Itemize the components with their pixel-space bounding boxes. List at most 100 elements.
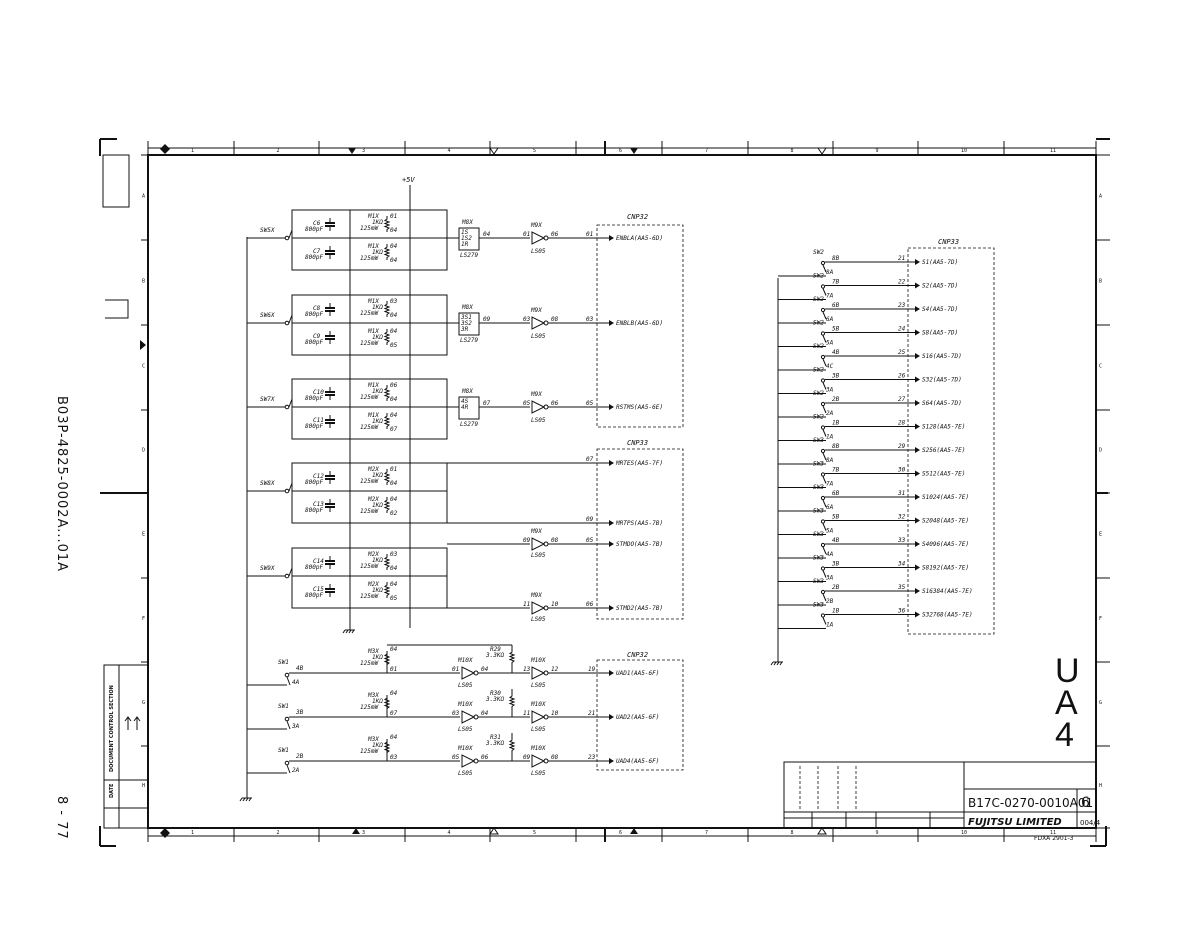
capacitor-name: C9 (313, 333, 321, 340)
row-letter: B (142, 279, 145, 285)
resistor-name: M3X (367, 648, 379, 655)
latch-pin: 1S (461, 229, 469, 236)
switch-label: SW3 (813, 484, 824, 491)
row-letter: H (142, 783, 145, 789)
switch-label: SW1 (278, 747, 289, 754)
capacitor-symbol (324, 302, 336, 317)
switch-pole (820, 307, 826, 313)
resistor-power: 125mW (360, 748, 379, 755)
latch-type: LS279 (460, 252, 478, 259)
resistor-value: 1KΩ (372, 654, 383, 661)
latch-pin: 1R (461, 241, 469, 248)
column-number: 2 (277, 830, 280, 836)
pullup-value: 3.3KΩ (485, 696, 504, 703)
arrow-head (915, 588, 920, 594)
signal-name: UAD4(AA5-6F) (616, 758, 659, 765)
pin-number: 13 (523, 666, 531, 673)
connector-pin: 21 (898, 255, 905, 262)
column-number: 7 (705, 830, 708, 836)
switch-position: 8A (826, 457, 834, 464)
switch-position: 2B (826, 598, 834, 605)
resistor-power: 125mW (360, 225, 379, 232)
switch-arm (822, 311, 827, 320)
switch-position: 1B (832, 420, 840, 427)
company-name: FUJITSU LIMITED (968, 817, 1062, 828)
resistor-power: 125mW (360, 593, 379, 600)
switch-pole (284, 488, 290, 494)
signal-name: S32768(AA5-7E) (922, 612, 973, 619)
pin-number: 06 (390, 382, 398, 389)
resistor-name: M2X (367, 551, 379, 558)
switch-label: SW8X (260, 480, 275, 487)
capacitor-value: 800pF (305, 254, 323, 261)
switch-position: 6A (826, 316, 834, 323)
arrow-head (609, 670, 614, 676)
column-number: 11 (1050, 148, 1056, 154)
inverter-type: LS05 (458, 682, 473, 689)
pin-number: 04 (390, 243, 398, 250)
column-number: 7 (705, 148, 708, 154)
signal-name: S128(AA5-7E) (922, 424, 965, 431)
switch-arm (822, 452, 827, 461)
connector-pin: 01 (586, 231, 593, 238)
switch-label: SW3 (813, 531, 824, 538)
switch-position: 6B (832, 302, 840, 309)
inverter-symbol (531, 316, 549, 330)
pin-number: 04 (390, 480, 398, 487)
address-switches: SW28B8A21S1(AA5-7D)SW27B7A22S2(AA5-7D)SW… (778, 249, 973, 629)
capacitor-symbol (324, 470, 336, 485)
sheet-code-4: 4 (1055, 716, 1074, 754)
switch-position: 3B (831, 373, 840, 380)
resistor-power: 125mW (360, 508, 379, 515)
connector-box-cnp32-lower (596, 659, 684, 771)
signal-name: S8(AA5-7D) (922, 330, 958, 337)
connector-pin: 34 (897, 561, 906, 568)
resistor-value: 1KΩ (372, 502, 383, 509)
connector-pin: 09 (586, 516, 594, 523)
switch-position: 4B (296, 665, 304, 672)
row-letter: F (142, 616, 145, 622)
switch-position: 2B (832, 396, 840, 403)
arrow-head (609, 605, 614, 611)
column-number: 5 (533, 148, 536, 154)
switch-label: SW2 (813, 320, 824, 327)
pin-number: 09 (523, 754, 531, 761)
drawing-frame (99, 138, 1110, 847)
inverter-type: LS05 (531, 248, 546, 255)
connector-pin: 31 (897, 490, 905, 497)
pin-number: 06 (551, 400, 559, 407)
resistor-value: 1KΩ (372, 472, 383, 479)
latch-body (458, 312, 480, 336)
switch-pole (284, 320, 290, 326)
switch-arm (286, 720, 291, 730)
column-number: 8 (791, 148, 794, 154)
right-connector-label: CNP33 (938, 238, 959, 246)
column-number: 4 (448, 830, 451, 836)
latch-pin: 1S2 (461, 235, 472, 242)
latch-name: M8X (461, 304, 473, 311)
row-letter: H (1099, 783, 1102, 789)
resistor-name: M1X (367, 213, 379, 220)
connector-label: CNP32 (627, 213, 648, 221)
resistor-value: 1KΩ (372, 334, 383, 341)
signal-name: S512(AA5-7E) (922, 471, 965, 478)
switch-position: 5A (826, 340, 834, 347)
resistor-symbol (384, 215, 390, 233)
inverter-name: M9X (530, 391, 542, 398)
resistor-value: 1KΩ (372, 742, 383, 749)
signal-name: UAD1(AA5-6F) (616, 670, 659, 677)
switch-label: SW2 (813, 367, 824, 374)
pullup-name: R29 (490, 646, 501, 653)
capacitor-value: 800pF (305, 507, 323, 514)
latch-pin: 3R (460, 326, 469, 333)
arrow-head (915, 494, 920, 500)
resistor-symbol (384, 581, 390, 599)
pin-number: 07 (390, 710, 398, 717)
switch-arm (822, 570, 827, 578)
switch-position: 4C (826, 363, 834, 370)
switch-position: 5B (832, 326, 840, 333)
resistor-symbol (384, 496, 390, 514)
